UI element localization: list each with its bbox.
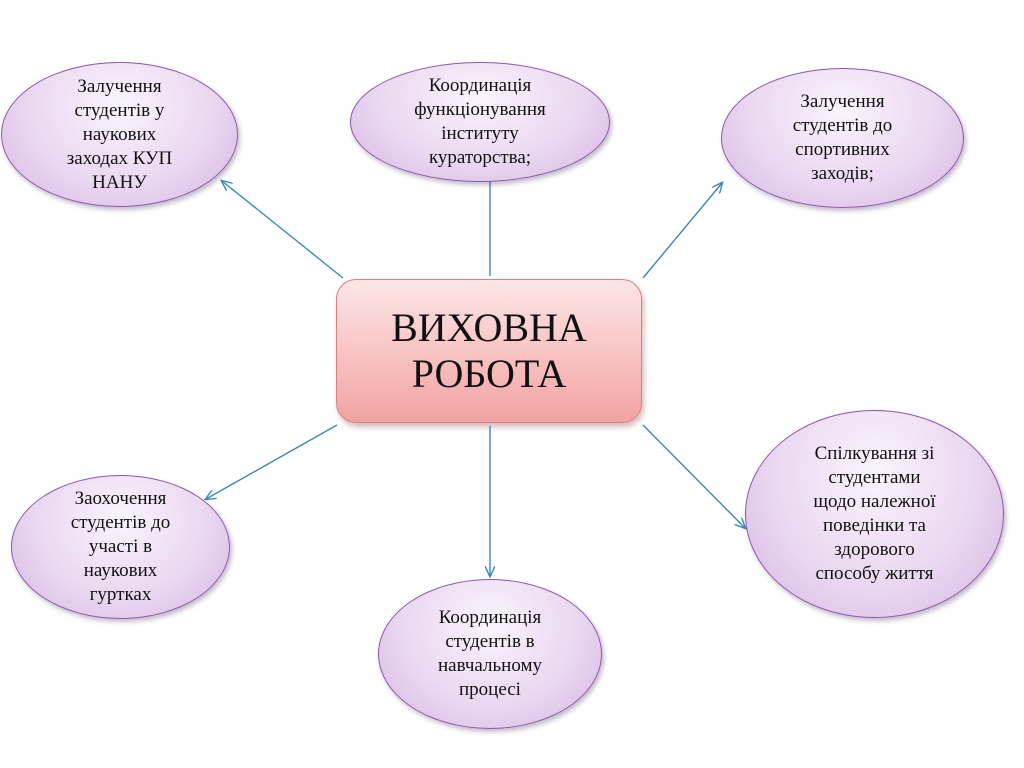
node-top-left-label: Залучення студентів у наукових заходах К… — [66, 75, 173, 193]
node-bottom-left: Заохочення студентів до участі в наукови… — [11, 475, 230, 619]
node-bottom: Координація студентів в навчальному проц… — [378, 579, 602, 729]
node-top-right: Залучення студентів до спортивних заході… — [721, 68, 964, 208]
center-node: ВИХОВНА РОБОТА — [336, 279, 642, 423]
node-top-label: Координація функціонування інституту кур… — [414, 75, 546, 168]
arrow-to-top-left — [222, 181, 344, 279]
arrow-to-bottom-right — [642, 424, 745, 528]
node-top-right-label: Залучення студентів до спортивних заході… — [792, 91, 893, 184]
node-top-left: Залучення студентів у наукових заходах К… — [1, 62, 238, 207]
node-bottom-label: Координація студентів в навчальному проц… — [438, 607, 542, 700]
node-bottom-right: Спілкування зі студентами щодо належної … — [745, 410, 1004, 618]
center-node-label: ВИХОВНА РОБОТА — [391, 305, 587, 396]
node-bottom-right-label: Спілкування зі студентами щодо належної … — [813, 443, 936, 584]
node-bottom-left-label: Заохочення студентів до участі в наукови… — [70, 488, 171, 605]
arrow-to-top-right — [642, 183, 722, 279]
arrow-to-bottom-left — [206, 424, 338, 499]
node-top: Координація функціонування інституту кур… — [350, 62, 610, 182]
